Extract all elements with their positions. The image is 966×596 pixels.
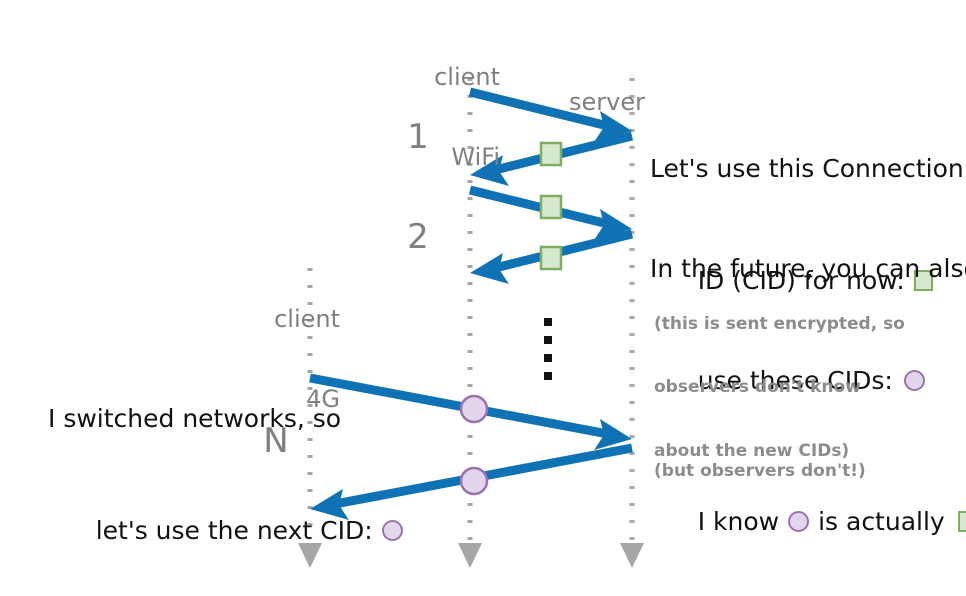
lifeline-label-client-wifi: client WiFi — [350, 10, 500, 225]
step-label-n: N — [263, 421, 289, 461]
note-connection-id-line2: ID (CID) for now: — [650, 239, 964, 323]
cid-marker-square-3 — [539, 245, 563, 271]
lifeline-label-client-4g: client 4G — [190, 252, 340, 467]
step-label-1: 1 — [407, 117, 429, 157]
cid-square-icon-2 — [957, 510, 966, 532]
cid-marker-circle-2 — [459, 466, 489, 496]
note-encrypted-disclaimer-line3: about the new CIDs) — [654, 441, 850, 461]
message-arrow-2-request — [468, 185, 632, 240]
cid-marker-square-1 — [539, 141, 563, 167]
lifeline-label-server-line1: server — [569, 87, 645, 116]
cid-circle-icon-3 — [788, 510, 810, 532]
note-observers-disclaimer: (but observers don't!) — [654, 461, 866, 481]
note-server-knows-text-b: is actually — [818, 507, 945, 536]
note-encrypted-disclaimer-line1: (this is sent encrypted, so — [654, 313, 905, 334]
note-encrypted-disclaimer-line2: observers don't know — [654, 377, 861, 398]
lifeline-label-client-wifi-line1: client — [434, 62, 500, 91]
cid-circle-icon — [903, 369, 925, 391]
note-future-cids-line2: use these CIDs: — [650, 339, 966, 423]
lifeline-client-wifi — [458, 78, 482, 568]
lifeline-label-client-4g-line2: 4G — [306, 385, 340, 414]
note-connection-id-line1: Let's use this Connection — [650, 154, 964, 183]
lifeline-client-4g — [298, 268, 322, 568]
lifeline-label-client-4g-line1: client — [274, 304, 340, 333]
message-arrow-1-response — [470, 131, 634, 186]
message-arrow-n-request — [309, 373, 632, 450]
note-encrypted-disclaimer: (this is sent encrypted, so observers do… — [654, 271, 905, 505]
note-connection-id-line2-text: ID (CID) for now: — [697, 266, 905, 295]
message-arrow-2-response — [470, 229, 634, 284]
cid-marker-square-2 — [539, 194, 563, 220]
cid-marker-circle-1 — [459, 394, 489, 424]
ellipsis-dots-icon — [544, 318, 552, 380]
note-switched-networks-line2: let's use the next CID: — [48, 489, 403, 573]
note-server-knows-text-a: I know — [697, 507, 780, 536]
message-arrow-1-request — [468, 87, 632, 142]
lifeline-label-server: server — [532, 35, 682, 169]
note-server-knows-line1: I know is actually — [650, 480, 966, 564]
note-switched-networks-line1: I switched networks, so — [48, 404, 342, 433]
cid-circle-icon-2 — [381, 519, 403, 541]
note-future-cids-line2-text: use these CIDs: — [697, 366, 893, 395]
cid-square-icon — [913, 269, 933, 291]
lifeline-server — [620, 78, 644, 568]
lifeline-label-client-wifi-line2: WiFi — [451, 143, 500, 172]
note-switched-networks-line2-text: let's use the next CID: — [95, 516, 373, 545]
note-server-knows: I know is actually — [650, 424, 966, 596]
step-label-2: 2 — [407, 217, 429, 257]
note-future-cids: In the future, you can also use these CI… — [650, 199, 966, 479]
note-switched-networks: I switched networks, so let's use the ne… — [48, 349, 403, 596]
note-connection-id: Let's use this Connection ID (CID) for n… — [650, 99, 964, 379]
note-future-cids-line1: In the future, you can also — [650, 254, 966, 283]
